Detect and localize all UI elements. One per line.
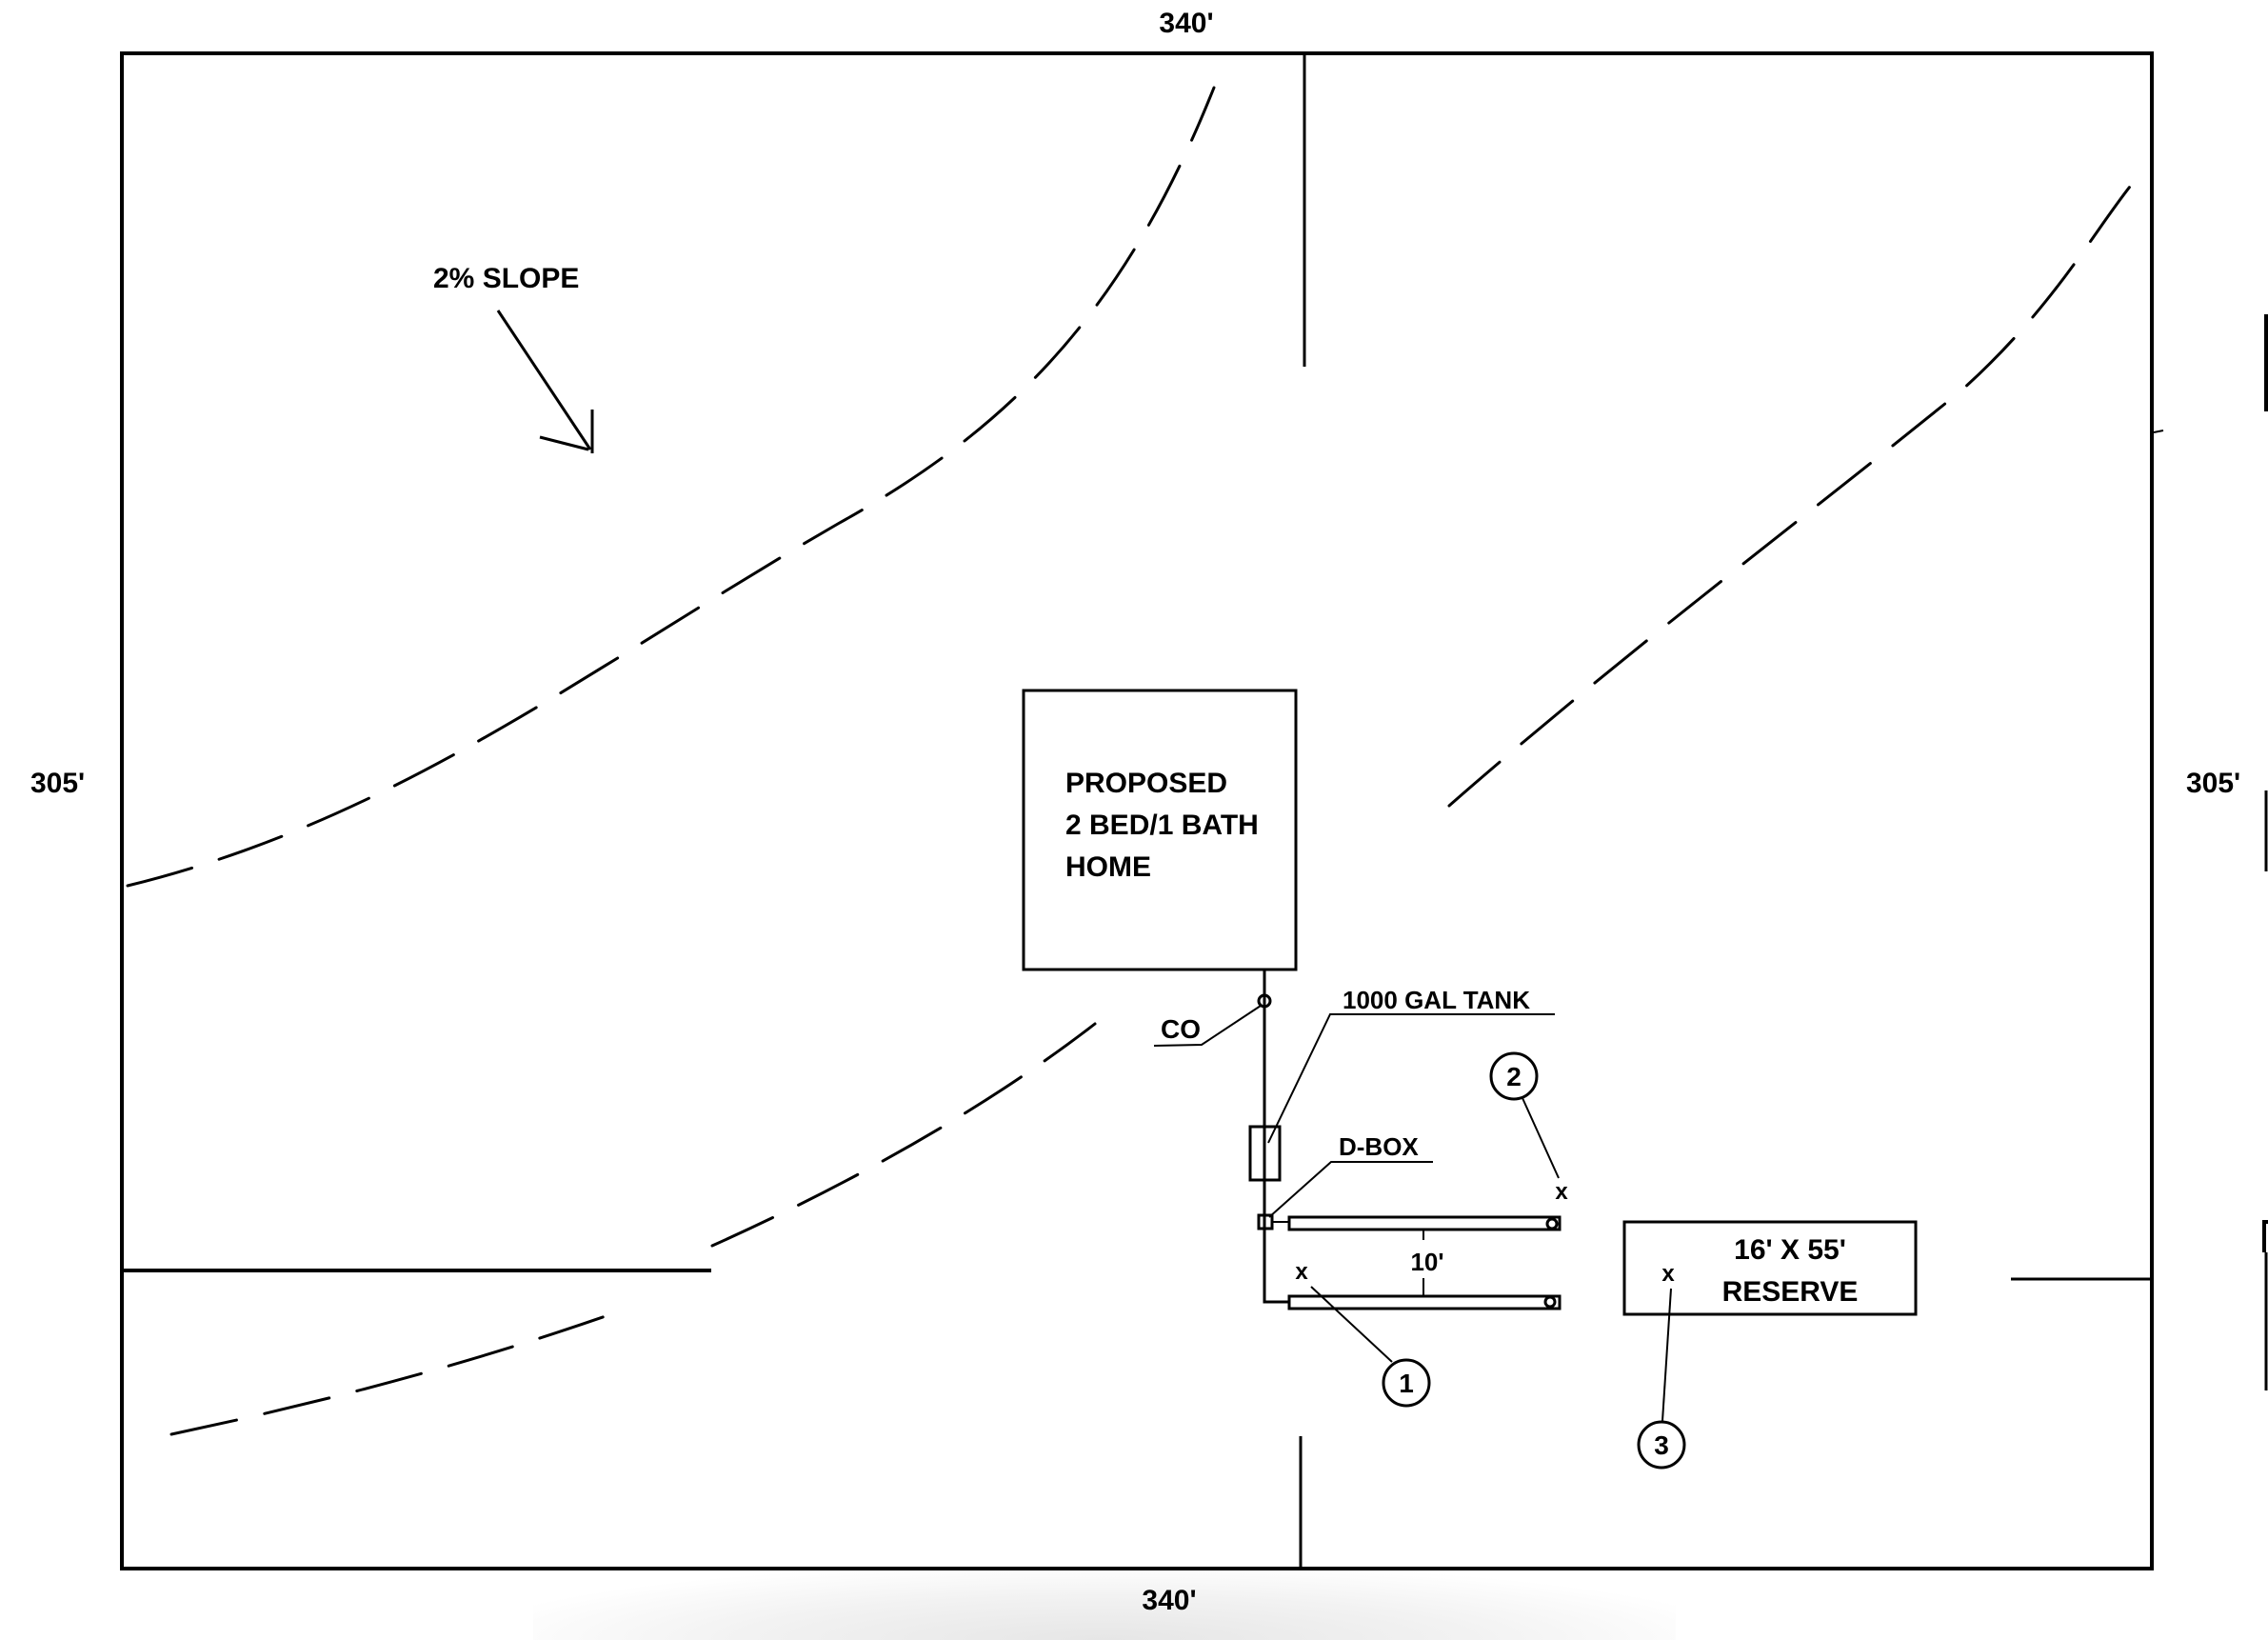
test-hole-callout-2 [1489, 1051, 1539, 1101]
septic-tank [1248, 1125, 1282, 1182]
scan-shadow [533, 1571, 1676, 1640]
test-hole-number-3: 3 [1654, 1430, 1669, 1460]
tank-leader [1267, 1013, 1555, 1144]
dimension-top: 340' [1159, 8, 1213, 39]
contour-line-middle [710, 1022, 1097, 1248]
contour-line-lower-left [169, 1308, 627, 1436]
reserve-label-line-2: RESERVE [1722, 1276, 1859, 1308]
home-label-line-1: PROPOSED [1065, 768, 1227, 799]
test-hole-leader-2 [1522, 1097, 1560, 1179]
cleanout-label: CO [1161, 1014, 1201, 1044]
dimension-right: 305' [2186, 768, 2240, 799]
drainfield-trench-2 [1287, 1294, 1562, 1310]
home-label-line-2: 2 BED/1 BATH [1065, 810, 1259, 841]
proposed-home [1022, 689, 1298, 971]
test-hole-callout-1 [1382, 1358, 1431, 1408]
test-hole-number-2: 2 [1506, 1062, 1522, 1091]
test-hole-leader-3 [1661, 1288, 1672, 1422]
trench-end-cap-2 [1543, 1295, 1557, 1309]
tank-label: 1000 GAL TANK [1343, 986, 1530, 1014]
test-hole-leader-1 [1310, 1286, 1393, 1363]
test-hole-callout-3 [1637, 1420, 1686, 1470]
drainfield-trench-1 [1287, 1215, 1562, 1231]
contour-line-right [1447, 175, 2139, 808]
cleanout-icon [1257, 993, 1272, 1009]
dimension-bottom: 340' [1142, 1585, 1196, 1616]
home-label-line-3: HOME [1065, 851, 1151, 883]
test-hole-marker-2: x [1555, 1179, 1568, 1205]
dimension-left: 305' [30, 768, 85, 799]
slope-label: 2% SLOPE [433, 263, 579, 294]
test-hole-number-1: 1 [1399, 1369, 1414, 1398]
scan-edge-artifacts [2153, 314, 2268, 1390]
property-boundary [120, 51, 2154, 1570]
reserve-area [1622, 1220, 1918, 1316]
cleanout-leader [1153, 1005, 1262, 1047]
contour-line-upper-left [126, 86, 1216, 888]
lateral-connector-2 [1263, 1229, 1289, 1304]
slope-arrow-icon [496, 310, 594, 453]
trench-spacing-label: 10' [1410, 1248, 1443, 1276]
trench-end-cap-1 [1545, 1217, 1559, 1230]
dbox-leader [1268, 1161, 1433, 1218]
test-hole-marker-3: x [1661, 1261, 1675, 1287]
test-hole-marker-1: x [1295, 1259, 1308, 1285]
dbox-label: D-BOX [1339, 1132, 1419, 1161]
reserve-label-line-1: 16' X 55' [1734, 1234, 1846, 1266]
